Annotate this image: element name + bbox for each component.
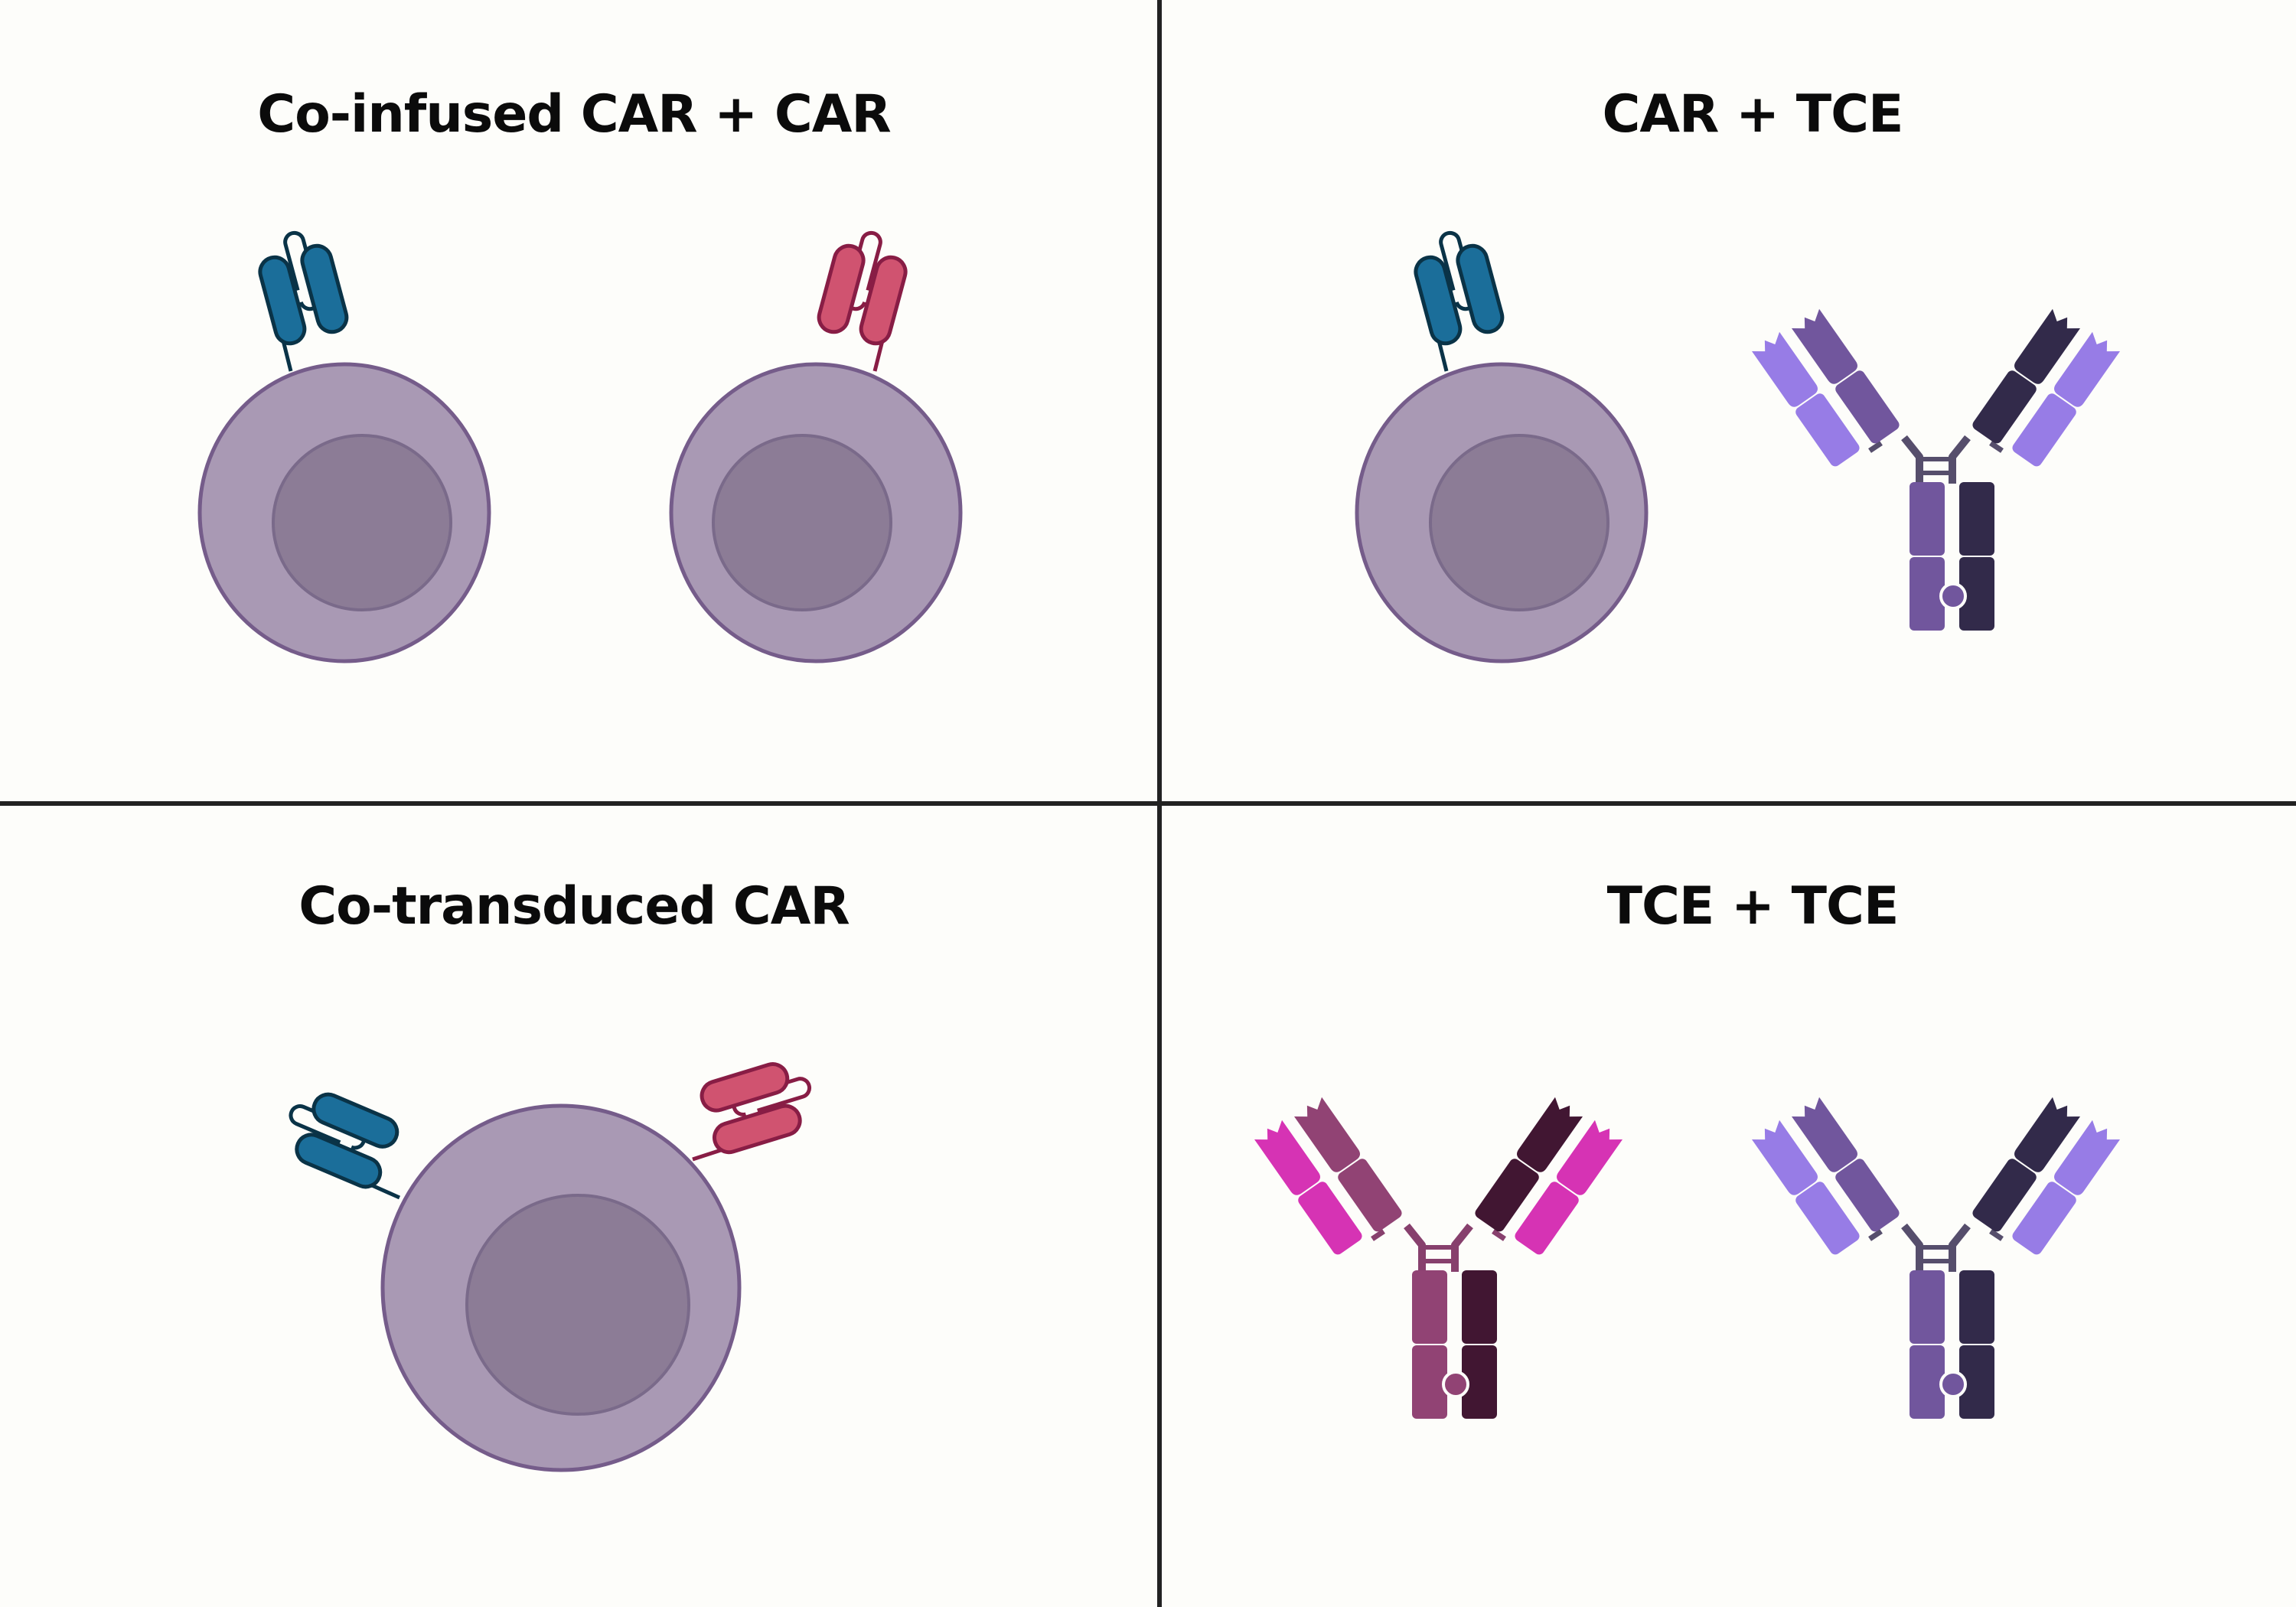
hinge-left (1901, 435, 1923, 484)
light-chain-right-constant (2012, 393, 2076, 467)
purple-tce-antibody-icon (1751, 1097, 2121, 1419)
linker-left (1868, 441, 1883, 453)
fc-ch2-right (1462, 1270, 1497, 1344)
light-chain-right-variable (1557, 1120, 1623, 1195)
light-chain-left-constant (1795, 393, 1860, 467)
fc-ch2-left (1910, 482, 1945, 556)
red-car-t-cell (669, 231, 963, 663)
light-chain-right-constant (2012, 1182, 2076, 1255)
light-chain-right-constant (1515, 1182, 1579, 1255)
hinge-left (1901, 1223, 1923, 1272)
knob-into-hole (1939, 1371, 1967, 1398)
heavy-chain-left-variable (1293, 1097, 1360, 1172)
panel-title-cotransduced-car: Co-transduced CAR (298, 876, 850, 937)
light-chain-left-variable (1751, 331, 1818, 407)
linker-right (1492, 1229, 1506, 1241)
linker-right (1989, 1229, 2004, 1241)
fc-ch2-right (1959, 482, 1994, 556)
cell-nucleus (1429, 434, 1609, 611)
knob-into-hole (1442, 1371, 1469, 1398)
hinge-right (1949, 435, 1971, 484)
light-chain-right (2012, 331, 2121, 467)
light-chain-left-variable (1751, 1120, 1818, 1195)
light-chain-left (1254, 1120, 1362, 1255)
panel-title-tce-tce: TCE + TCE (1606, 876, 1900, 937)
magenta-tce-antibody-icon (1254, 1097, 1623, 1419)
blue-car-receptor-icon (1413, 231, 1505, 371)
blue-car-receptor-icon (257, 231, 350, 371)
heavy-chain-right (1972, 1097, 2081, 1232)
blue-car-t-cell (197, 231, 491, 663)
light-chain-right (2012, 1120, 2121, 1255)
linker-right (1989, 441, 2004, 453)
fc-ch2-right (1959, 1270, 1994, 1344)
fc-ch3-left (1910, 1345, 1945, 1419)
heavy-chain-right-constant (1972, 370, 2037, 444)
dual-car-t-cell (268, 1035, 830, 1472)
fc-ch2-left (1910, 1270, 1945, 1344)
fc-ch3-left (1412, 1345, 1447, 1419)
linker-left (1868, 1229, 1883, 1241)
light-chain-left (1751, 331, 1860, 467)
heavy-chain-right (1972, 308, 2081, 444)
red-car-receptor-icon (816, 231, 908, 371)
heavy-chain-left (1293, 1097, 1402, 1232)
cell-nucleus (712, 434, 892, 611)
heavy-chain-left-constant (1835, 1159, 1900, 1232)
hinge-left (1404, 1223, 1426, 1272)
cell-nucleus (465, 1194, 690, 1416)
fc-ch3-right (1959, 557, 1994, 631)
cell-nucleus (272, 434, 452, 611)
heavy-chain-right-variable (1517, 1097, 1583, 1172)
heavy-chain-left-constant (1835, 370, 1900, 444)
panel-title-car-tce: CAR + TCE (1602, 84, 1904, 145)
hinge-right (1451, 1223, 1473, 1272)
blue-car-t-cell-2 (1355, 231, 1649, 663)
heavy-chain-left (1791, 1097, 1900, 1232)
light-chain-right-variable (2054, 1120, 2121, 1195)
light-chain-right-variable (2054, 331, 2121, 407)
fc-ch3-right (1462, 1345, 1497, 1419)
heavy-chain-left (1791, 308, 1900, 444)
light-chain-right (1515, 1120, 1623, 1255)
heavy-chain-left-constant (1338, 1159, 1402, 1232)
heavy-chain-right-variable (2014, 308, 2081, 384)
heavy-chain-left-variable (1791, 1097, 1857, 1172)
heavy-chain-right-variable (2014, 1097, 2081, 1172)
fc-ch2-left (1412, 1270, 1447, 1344)
linker-left (1371, 1229, 1385, 1241)
heavy-chain-left-variable (1791, 308, 1857, 384)
heavy-chain-right-constant (1475, 1159, 1539, 1232)
fc-ch3-left (1910, 557, 1945, 631)
light-chain-left-constant (1298, 1182, 1362, 1255)
knob-into-hole (1939, 582, 1967, 610)
panel-title-coinfused-car-car: Co-infused CAR + CAR (257, 84, 892, 145)
light-chain-left (1751, 1120, 1860, 1255)
light-chain-left-variable (1254, 1120, 1320, 1195)
heavy-chain-right (1475, 1097, 1583, 1232)
purple-tce-antibody-icon (1751, 308, 2121, 631)
light-chain-left-constant (1795, 1182, 1860, 1255)
heavy-chain-right-constant (1972, 1159, 2037, 1232)
hinge-right (1949, 1223, 1971, 1272)
fc-ch3-right (1959, 1345, 1994, 1419)
